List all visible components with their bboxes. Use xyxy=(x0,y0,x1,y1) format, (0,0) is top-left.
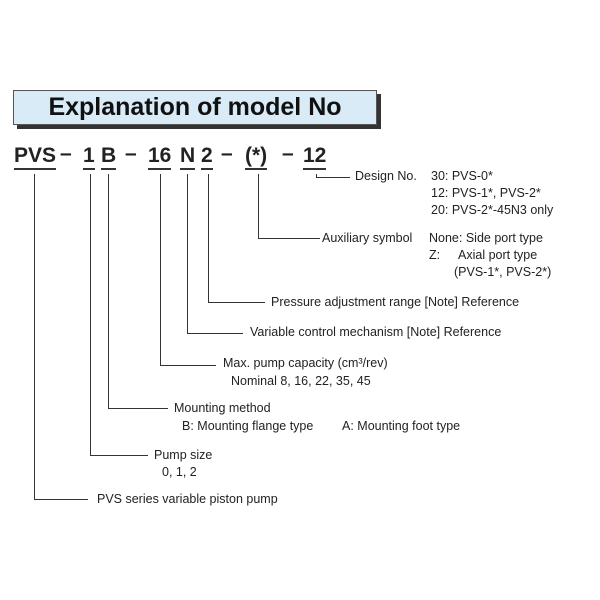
capacity-detail: Nominal 8, 16, 22, 35, 45 xyxy=(231,374,371,388)
leader-line xyxy=(316,177,350,179)
code-size: 1 xyxy=(83,144,95,170)
mounting-option-b: B: Mounting flange type xyxy=(182,419,314,433)
design-no-label: Design No. xyxy=(355,169,417,183)
pressure-label: Pressure adjustment range [Note] Referen… xyxy=(271,295,520,309)
auxiliary-label: Auxiliary symbol xyxy=(322,231,413,245)
mounting-label: Mounting method xyxy=(174,401,271,415)
leader-line xyxy=(258,174,260,239)
code-pressure: 2 xyxy=(201,144,213,170)
leader-line xyxy=(187,333,243,335)
pump-size-label: Pump size xyxy=(154,448,213,462)
leader-line xyxy=(108,174,110,409)
code-separator: – xyxy=(60,142,72,165)
leader-line xyxy=(34,499,88,501)
auxiliary-option: None: Side port type xyxy=(429,231,543,245)
auxiliary-option-note: (PVS-1*, PVS-2*) xyxy=(454,265,552,279)
design-no-option: 20: PVS-2*-45N3 only xyxy=(431,203,554,217)
code-control: N xyxy=(180,144,196,170)
page-title: Explanation of model No xyxy=(48,93,342,121)
leader-line xyxy=(34,174,36,500)
leader-line xyxy=(258,238,320,240)
code-separator: – xyxy=(221,142,233,165)
code-separator: – xyxy=(282,142,294,165)
code-capacity: 16 xyxy=(148,144,172,170)
leader-line xyxy=(160,365,216,367)
code-series: PVS xyxy=(14,144,57,170)
leader-line xyxy=(316,174,318,177)
design-no-option: 12: PVS-1*, PVS-2* xyxy=(431,186,541,200)
variable-control-label: Variable control mechanism [Note] Refere… xyxy=(250,325,502,339)
leader-line xyxy=(208,174,210,303)
auxiliary-option: Axial port type xyxy=(458,248,538,262)
leader-line xyxy=(90,455,148,457)
leader-line xyxy=(160,174,162,366)
series-label: PVS series variable piston pump xyxy=(97,492,278,506)
code-separator: – xyxy=(125,142,137,165)
leader-line xyxy=(108,408,168,410)
design-no-option: 30: PVS-0* xyxy=(431,169,493,183)
mounting-option-a: A: Mounting foot type xyxy=(342,419,461,433)
leader-line xyxy=(187,174,189,334)
code-design: 12 xyxy=(303,144,327,170)
leader-line xyxy=(208,302,265,304)
auxiliary-option-key: Z: xyxy=(429,248,441,262)
leader-line xyxy=(90,174,92,456)
code-mounting: B xyxy=(101,144,117,170)
title-box: Explanation of model No xyxy=(13,90,377,125)
pump-size-detail: 0, 1, 2 xyxy=(162,465,197,479)
code-auxiliary: (*) xyxy=(245,144,268,170)
capacity-label: Max. pump capacity (cm³/rev) xyxy=(223,356,388,370)
